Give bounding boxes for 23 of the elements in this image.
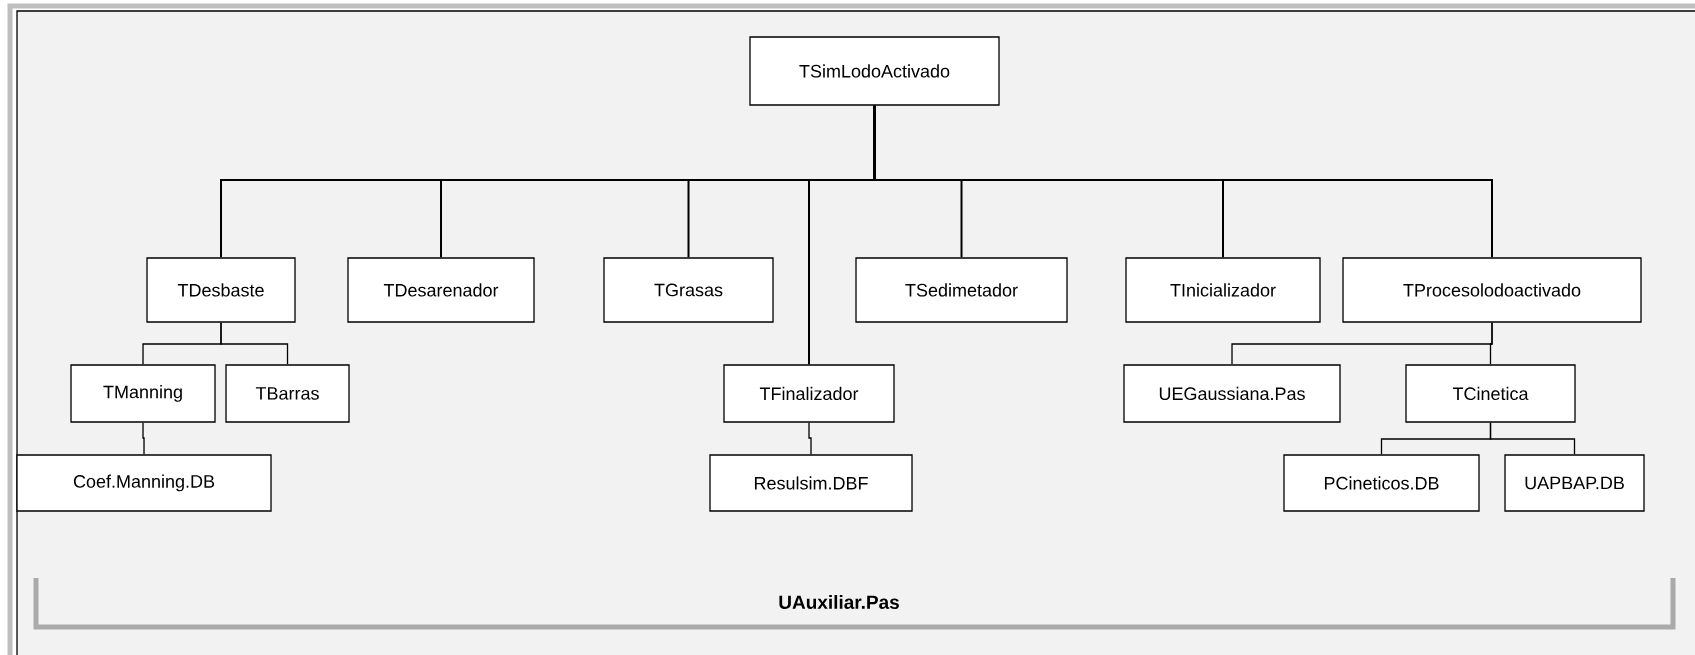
class-box: TInicializador (1125, 257, 1321, 323)
connector-line (1489, 422, 1576, 455)
class-box: TManning (70, 364, 216, 423)
unit-label: UAuxiliar.Pas (779, 595, 899, 609)
class-box: UAPBAP.DB (1504, 454, 1645, 512)
class-box: TSimLodoActivado (749, 36, 1000, 106)
class-box: Coef.Manning.DB (16, 454, 272, 512)
class-box: TBarras (225, 364, 350, 423)
class-box: Resulsim.DBF (709, 454, 913, 512)
connector-line (1489, 322, 1493, 365)
class-box: PCineticos.DB (1283, 454, 1480, 512)
class-box: TDesarenador (347, 257, 535, 323)
class-box: TProcesolodoactivado (1342, 257, 1642, 323)
connector-line (873, 104, 1493, 259)
class-box: TGrasas (603, 257, 774, 323)
connector-line (220, 322, 289, 365)
class-box: UEGaussiana.Pas (1123, 364, 1341, 423)
class-box: TSedimetador (855, 257, 1068, 323)
class-box: TDesbaste (146, 257, 296, 323)
connector-line (142, 422, 145, 455)
connector-line (808, 422, 812, 455)
class-box: TCinetica (1405, 364, 1576, 423)
class-box: TFinalizador (723, 364, 895, 423)
